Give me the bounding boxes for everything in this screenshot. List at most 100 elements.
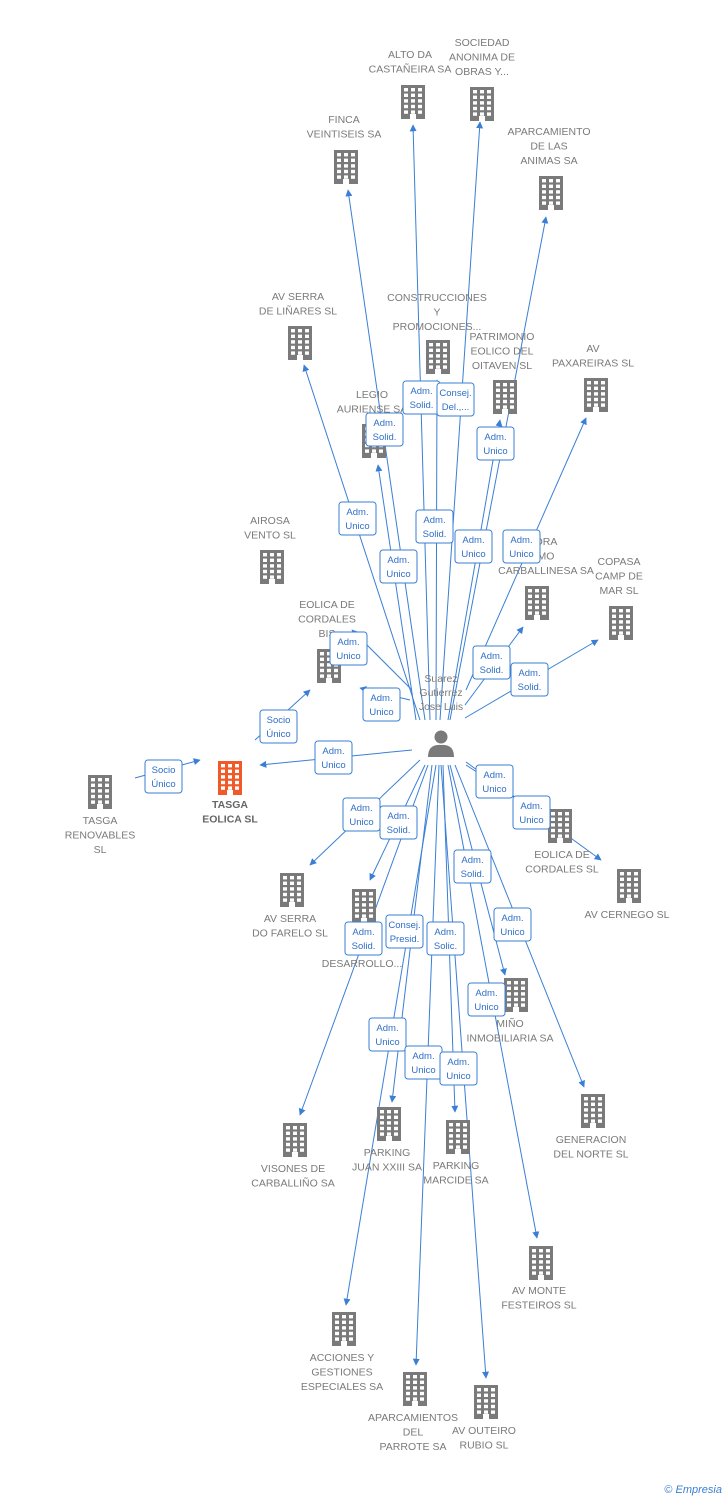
role-label-patrimonio[interactable]: Adm. Unico [476,426,515,461]
role-text: Adm. [484,432,506,443]
role-text: Adm. [346,507,368,518]
building-icon [474,1385,498,1419]
building-icon [426,340,450,374]
role-text: Adm. [370,693,392,704]
building-icon [504,978,528,1012]
edge-labels-layer: Adm.UnicoSocioÚnicoSocioÚnicoAdm.Solid.C… [144,380,551,1086]
role-text: Adm. [501,913,523,924]
role-text: Adm. [387,555,409,566]
company-node-desarrollo[interactable]: COCADESARROLLO... [322,889,403,970]
role-label-carballinesa[interactable]: Adm. Solid. [472,645,511,680]
footer-brand[interactable]: ©Empresia [664,1484,722,1496]
role-text: Unico [386,569,410,580]
edge-line-construcciones [433,379,441,721]
role-label-eolica_cordales_bis[interactable]: Adm.Unico [329,631,368,666]
role-label-av_outeiro[interactable]: Adm.Unico [439,1051,478,1086]
role-text: Único [266,729,290,740]
building-icon [280,873,304,907]
role-label-generacion[interactable]: Adm.Unico [493,907,532,942]
role-text: Adm. [480,651,502,662]
role-label-av_monte[interactable]: Adm.Unico [467,982,506,1017]
building-icon [260,550,284,584]
role-text: Unico [509,549,533,560]
role-label-av_serra_farelo[interactable]: Adm.Unico [342,797,381,832]
role-label-finca[interactable]: Adm.Unico [338,501,377,536]
role-text: Socio [267,715,291,726]
role-label-construcciones[interactable]: Adm.Solid. [415,509,454,544]
role-label-aparcamientos_parrote[interactable]: Adm.Unico [404,1045,443,1080]
role-label-eolica_cordales[interactable]: Adm.Unico [475,764,514,799]
person-icon [428,730,454,757]
role-text: Solid. [480,665,504,676]
role-label-sociedad_anonima[interactable]: Consej.Del.,... [436,382,475,417]
role-text: Adm. [483,770,505,781]
role-text: Unico [411,1065,435,1076]
role-label-acciones[interactable]: Adm.Unico [368,1017,407,1052]
company-name: AV CERNEGO SL [585,909,670,921]
role-label-parking_marcide[interactable]: Adm.Solic. [426,921,465,956]
role-label-visones[interactable]: Adm.Solid. [344,921,383,956]
building-icon [377,1107,401,1141]
role-label-mino[interactable]: Adm.Solid. [453,849,492,884]
building-icon [88,775,112,809]
role-label-eolica_cordales_bis[interactable]: Adm.Unico [362,687,401,722]
role-text: Socio [152,765,176,776]
role-text: Unico [483,446,507,457]
role-label-av_cernego[interactable]: Adm.Unico [512,795,551,830]
company-node-av_cernego[interactable]: AV CERNEGO SL [585,869,670,921]
role-text: Unico [446,1071,470,1082]
building-icon [334,150,358,184]
role-text: Adm. [510,535,532,546]
role-text: Adm. [410,386,432,397]
edge-line-av_serra_linares [302,364,421,721]
role-label-aparcamiento_animas[interactable]: Adm. Unico [502,529,541,564]
building-icon [539,176,563,210]
role-label-copasa[interactable]: Adm.Solid. [510,662,549,697]
role-label-av_paxareiras[interactable]: Adm.Unico [454,529,493,564]
role-label-alto_castaneira[interactable]: Adm.Solid. [402,380,441,415]
role-label-tasga[interactable]: Adm.Unico [314,740,353,775]
role-label-parking_juan[interactable]: Consej.Presid. [385,914,424,949]
building-icon [352,889,376,923]
role-label-legio[interactable]: Adm.Solid. [365,412,404,447]
building-icon [548,809,572,843]
role-label-desarrollo[interactable]: Adm.Solid. [379,805,418,840]
role-label-av_serra_linares[interactable]: Adm. Unico [379,549,418,584]
